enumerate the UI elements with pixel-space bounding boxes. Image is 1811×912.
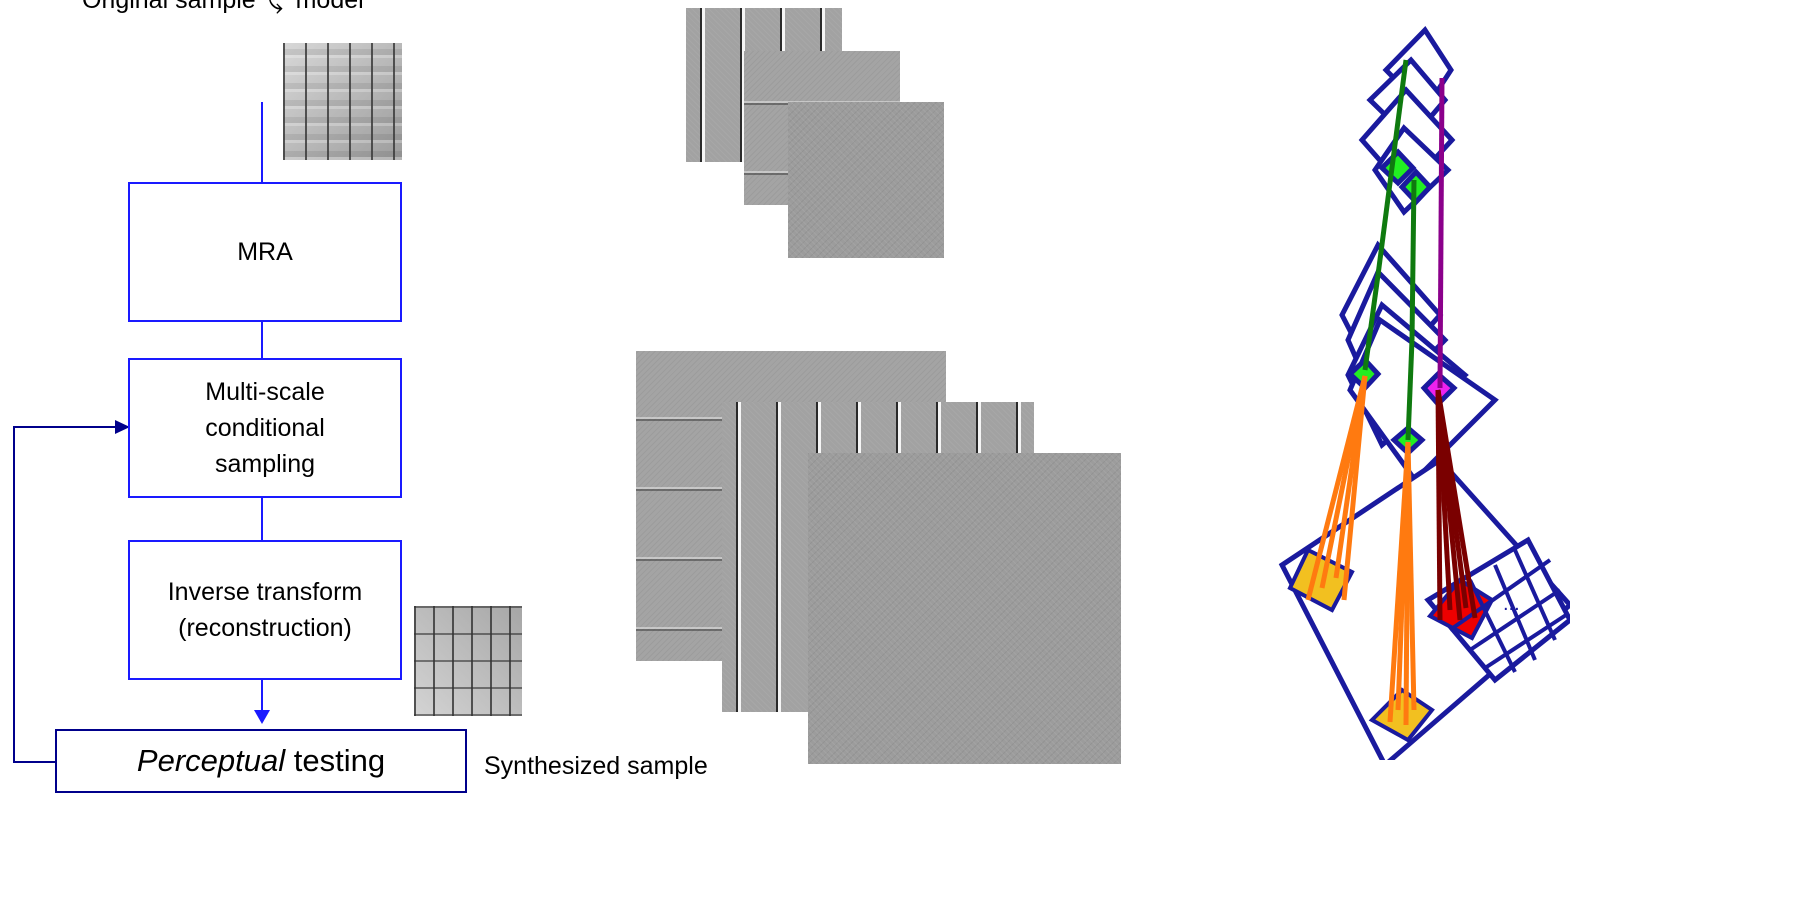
perceptual-testing-box[interactable]: Perceptual testing	[55, 729, 467, 793]
mra-box[interactable]: MRA	[128, 182, 402, 322]
testing-text: testing	[285, 743, 386, 778]
mra-label: MRA	[237, 238, 293, 266]
glyph-arrow-icon: ⤹	[268, 0, 284, 14]
small-band-3	[788, 102, 944, 258]
original-sample-label: Original sample	[82, 0, 256, 14]
original-texture-image	[283, 43, 402, 160]
model-label: model	[295, 0, 364, 14]
perceptual-label: Perceptual testing	[137, 743, 385, 779]
large-band-3	[808, 453, 1121, 764]
gold-cluster-bottom	[1368, 687, 1435, 743]
inverse-transform-box[interactable]: Inverse transform (reconstruction)	[128, 540, 402, 680]
multiscale-sampling-box[interactable]: Multi-scale conditional sampling	[128, 358, 402, 498]
ellipsis-text: ...	[1503, 593, 1520, 615]
sampling-label: Multi-scale conditional sampling	[205, 378, 325, 478]
perceptual-italic: Perceptual	[136, 743, 286, 778]
inverse-label: Inverse transform (reconstruction)	[167, 578, 363, 642]
synthesized-sample-label: Synthesized sample	[484, 752, 708, 780]
synthesized-texture-image	[414, 606, 522, 716]
top-label: Original sample ⤹ model	[82, 0, 364, 15]
parent-child-tree-diagram: ...	[1278, 26, 1570, 760]
